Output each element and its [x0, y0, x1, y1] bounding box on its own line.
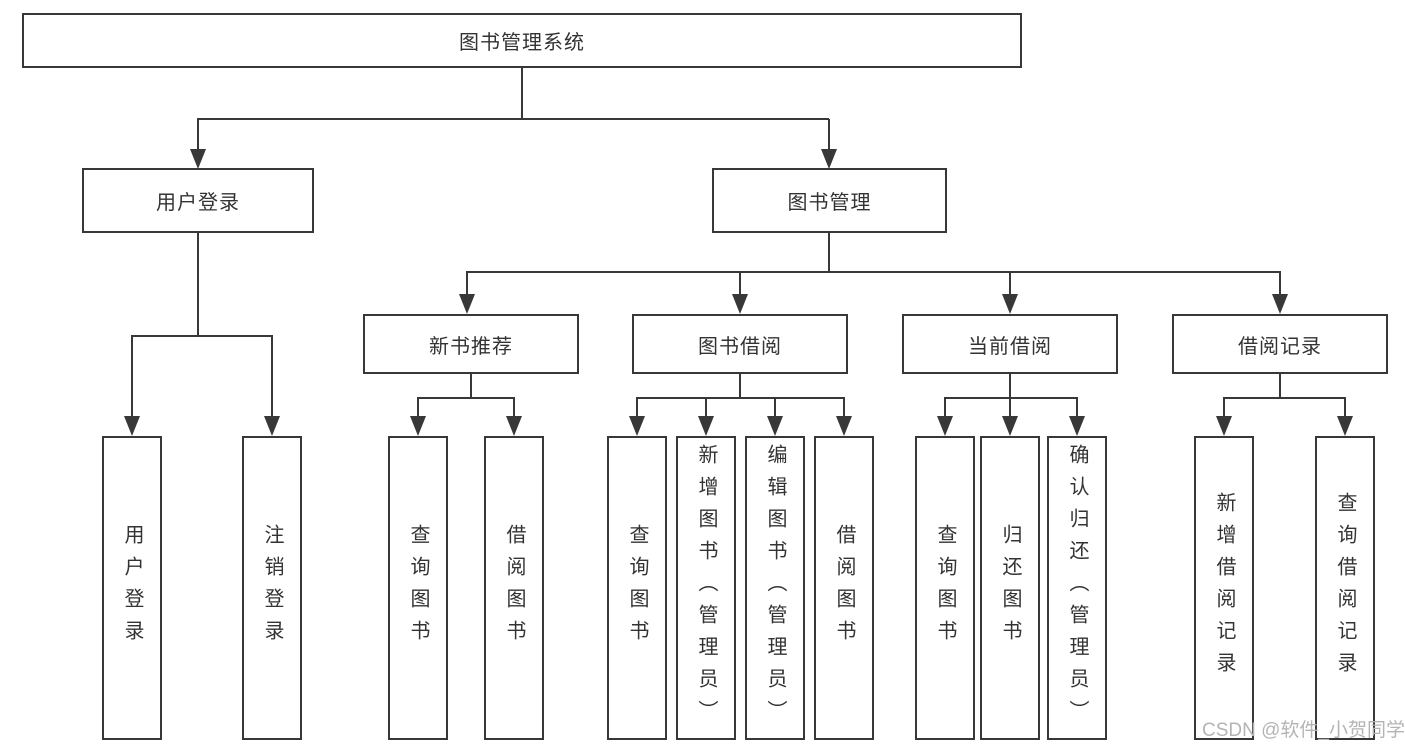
connector-drop-borrow-records [1279, 272, 1281, 294]
leaf-query-borrow-record-label: 查询借阅记录 [1334, 492, 1356, 684]
arrowhead [732, 294, 748, 314]
leaf-borrow-books: 借阅图书 [814, 436, 874, 740]
leaf-edit-books-admin: 编辑图书（管理员） [745, 436, 805, 740]
arrowhead [937, 416, 953, 436]
connector-user-login-branch [131, 335, 273, 337]
leaf-edit-books-admin-label: 编辑图书（管理员） [764, 444, 786, 732]
arrowhead [506, 416, 522, 436]
connector-book-management-branch [466, 271, 1281, 273]
leaf-return-books-label: 归还图书 [999, 524, 1021, 652]
node-current-borrow: 当前借阅 [902, 314, 1118, 374]
csdn-watermark: CSDN @软件_小贺同学 [1202, 720, 1405, 741]
connector-drop [513, 398, 515, 416]
connector-drop-user-login [197, 119, 199, 149]
connector-records-branch [1223, 397, 1346, 399]
arrowhead [1216, 416, 1232, 436]
connector-root-stem [521, 68, 523, 119]
arrowhead [629, 416, 645, 436]
arrowhead [459, 294, 475, 314]
node-current-borrow-label: 当前借阅 [968, 335, 1052, 358]
node-new-book-recommend-label: 新书推荐 [429, 335, 513, 358]
connector-drop-leaf-user-login [131, 336, 133, 416]
node-book-management: 图书管理 [712, 168, 947, 233]
leaf-current-query-books-label: 查询图书 [934, 524, 956, 652]
connector-drop [636, 398, 638, 416]
node-user-login: 用户登录 [82, 168, 314, 233]
leaf-add-borrow-record-label: 新增借阅记录 [1213, 492, 1235, 684]
connector-book-management-stem [828, 233, 830, 272]
arrowhead [1002, 294, 1018, 314]
arrowhead [1069, 416, 1085, 436]
leaf-add-books-admin: 新增图书（管理员） [676, 436, 736, 740]
leaf-query-borrow-record: 查询借阅记录 [1315, 436, 1375, 740]
connector-drop [944, 398, 946, 416]
arrowhead [1337, 416, 1353, 436]
connector-drop [1223, 398, 1225, 416]
connector-recommend-branch [417, 397, 515, 399]
leaf-confirm-return-admin-label: 确认归还（管理员） [1066, 444, 1088, 732]
arrowhead [821, 149, 837, 169]
connector-drop-new-book-recommend [466, 272, 468, 294]
leaf-add-books-admin-label: 新增图书（管理员） [695, 444, 717, 732]
connector-drop-book-borrow [739, 272, 741, 294]
leaf-recommend-query-books: 查询图书 [388, 436, 448, 740]
connector-drop [1009, 398, 1011, 416]
connector-drop-current-borrow [1009, 272, 1011, 294]
leaf-borrow-query-books: 查询图书 [607, 436, 667, 740]
leaf-logout-label: 注销登录 [261, 524, 283, 652]
connector-drop [774, 398, 776, 416]
arrowhead [1002, 416, 1018, 436]
leaf-borrow-query-books-label: 查询图书 [626, 524, 648, 652]
arrowhead [410, 416, 426, 436]
arrowhead [767, 416, 783, 436]
node-library-system: 图书管理系统 [22, 13, 1022, 68]
connector-recommend-stem [470, 374, 472, 398]
connector-borrow-branch [636, 397, 845, 399]
arrowhead [124, 416, 140, 436]
leaf-user-login: 用户登录 [102, 436, 162, 740]
leaf-user-login-label: 用户登录 [121, 524, 143, 652]
connector-drop-book-management [828, 119, 830, 149]
leaf-recommend-borrow-books-label: 借阅图书 [503, 524, 525, 652]
connector-current-branch [944, 397, 1078, 399]
leaf-recommend-query-books-label: 查询图书 [407, 524, 429, 652]
connector-current-stem [1009, 374, 1011, 398]
connector-records-stem [1279, 374, 1281, 398]
connector-borrow-stem [739, 374, 741, 398]
arrowhead [190, 149, 206, 169]
connector-drop-leaf-logout [271, 336, 273, 416]
connector-drop [417, 398, 419, 416]
leaf-return-books: 归还图书 [980, 436, 1040, 740]
node-borrow-records-label: 借阅记录 [1238, 335, 1322, 358]
node-library-system-label: 图书管理系统 [459, 32, 585, 54]
arrowhead [698, 416, 714, 436]
node-user-login-label: 用户登录 [156, 192, 240, 214]
connector-drop [843, 398, 845, 416]
arrowhead [836, 416, 852, 436]
node-book-borrow-label: 图书借阅 [698, 335, 782, 358]
node-book-borrow: 图书借阅 [632, 314, 848, 374]
connector-user-login-stem [197, 233, 199, 335]
leaf-logout: 注销登录 [242, 436, 302, 740]
node-new-book-recommend: 新书推荐 [363, 314, 579, 374]
leaf-recommend-borrow-books: 借阅图书 [484, 436, 544, 740]
leaf-confirm-return-admin: 确认归还（管理员） [1047, 436, 1107, 740]
leaf-current-query-books: 查询图书 [915, 436, 975, 740]
node-book-management-label: 图书管理 [787, 192, 872, 214]
node-borrow-records: 借阅记录 [1172, 314, 1388, 374]
connector-drop [705, 398, 707, 416]
leaf-add-borrow-record: 新增借阅记录 [1194, 436, 1254, 740]
arrowhead [264, 416, 280, 436]
connector-drop [1344, 398, 1346, 416]
connector-drop [1076, 398, 1078, 416]
connector-root-branch [197, 118, 829, 120]
leaf-borrow-books-label: 借阅图书 [833, 524, 855, 652]
arrowhead [1272, 294, 1288, 314]
